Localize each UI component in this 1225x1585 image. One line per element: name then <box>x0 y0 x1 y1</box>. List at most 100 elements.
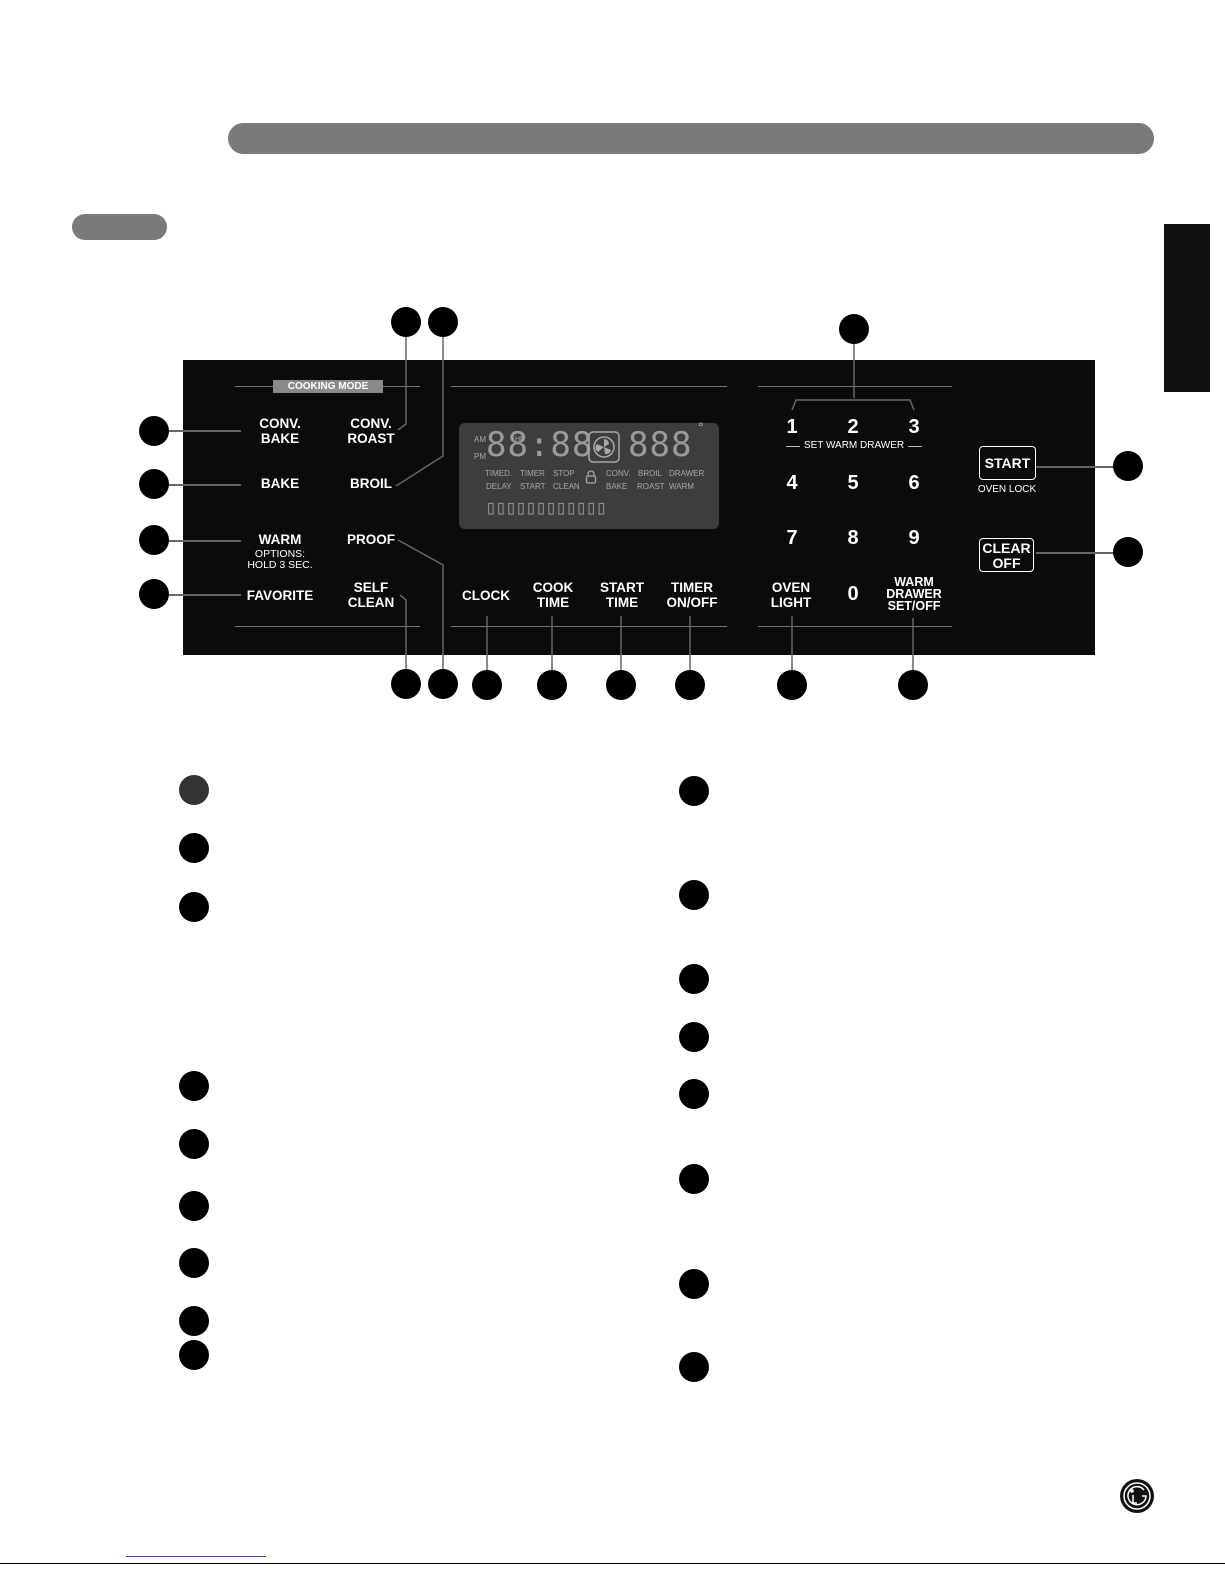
leader-lines-svg <box>395 336 915 670</box>
legend-circle <box>679 1164 709 1194</box>
callout-circle <box>472 670 502 700</box>
leader-line <box>1036 466 1115 468</box>
oven-lock-label: OVEN LOCK <box>977 484 1037 495</box>
keypad-6[interactable]: 6 <box>908 472 920 494</box>
divider <box>235 626 420 627</box>
lock-icon <box>585 470 597 484</box>
legend-circle <box>179 892 209 922</box>
timer-indicator: TIMER <box>520 469 545 478</box>
leader-line <box>1036 552 1115 554</box>
language-side-tab <box>1164 224 1210 392</box>
callout-circle <box>139 469 169 499</box>
legend-circle <box>179 833 209 863</box>
callout-circle <box>777 670 807 700</box>
keypad-2[interactable]: 2 <box>847 416 859 438</box>
warm-indicator: WARM <box>669 482 695 491</box>
callout-circle <box>839 314 869 344</box>
clear-off-button[interactable]: CLEAR OFF <box>979 538 1034 572</box>
hr-indicator: HR <box>515 436 526 443</box>
callout-circle <box>139 579 169 609</box>
warm-button[interactable]: WARM <box>258 532 302 547</box>
pm-indicator: PM <box>474 452 486 461</box>
keypad-5[interactable]: 5 <box>847 472 859 494</box>
legend-circle <box>679 776 709 806</box>
callout-circle <box>428 669 458 699</box>
cooking-mode-label: COOKING MODE <box>273 380 383 393</box>
leader-line <box>168 540 241 542</box>
legend-circle <box>179 1071 209 1101</box>
keypad-4[interactable]: 4 <box>786 472 798 494</box>
subsection-pill <box>72 214 167 240</box>
drawer-indicator: DRAWER <box>669 469 705 478</box>
keypad-0[interactable]: 0 <box>847 583 859 605</box>
callout-circle <box>898 670 928 700</box>
section-header-bar <box>228 123 1154 154</box>
keypad-3[interactable]: 3 <box>908 416 920 438</box>
footer-link-underline[interactable] <box>126 1556 266 1557</box>
conv-roast-button[interactable]: CONV. ROAST <box>347 416 395 446</box>
oven-light-button[interactable]: OVEN LIGHT <box>770 580 812 610</box>
warm-drawer-set-off-button[interactable]: WARM DRAWER SET/OFF <box>886 575 942 613</box>
bake-button[interactable]: BAKE <box>260 476 300 491</box>
timer-on-off-button[interactable]: TIMER ON/OFF <box>666 580 718 610</box>
callout-circle <box>391 307 421 337</box>
legend-circle <box>679 964 709 994</box>
stop-indicator: STOP <box>553 469 575 478</box>
divider <box>451 626 727 627</box>
set-warm-drawer-label: SET WARM DRAWER <box>803 440 905 451</box>
keypad-9[interactable]: 9 <box>908 527 920 549</box>
divider <box>758 386 952 387</box>
legend-circle <box>679 1269 709 1299</box>
legend-circle <box>679 1352 709 1382</box>
conv-indicator: CONV. <box>606 469 631 478</box>
clock-button[interactable]: CLOCK <box>462 588 510 603</box>
legend-circle <box>179 1129 209 1159</box>
legend-circle <box>179 1248 209 1278</box>
warm-options-note: OPTIONS: HOLD 3 SEC. <box>247 548 313 571</box>
start-button[interactable]: START <box>979 446 1036 480</box>
favorite-button[interactable]: FAVORITE <box>246 588 314 603</box>
legend-circle <box>179 1191 209 1221</box>
callout-circle <box>139 416 169 446</box>
callout-circle <box>1113 451 1143 481</box>
keypad-7[interactable]: 7 <box>786 527 798 549</box>
legend-circle <box>179 1340 209 1370</box>
bake-indicator: BAKE <box>606 482 628 491</box>
callout-circle <box>391 669 421 699</box>
keypad-8[interactable]: 8 <box>847 527 859 549</box>
divider <box>451 386 727 387</box>
divider <box>758 626 952 627</box>
delay-indicator: DELAY <box>486 482 512 491</box>
callout-circle <box>606 670 636 700</box>
timed-indicator: TIMED. <box>485 469 513 478</box>
cook-time-button[interactable]: COOK TIME <box>532 580 574 610</box>
clock-digits: 88:88 <box>486 425 594 465</box>
self-clean-button[interactable]: SELF CLEAN <box>347 580 395 610</box>
legend-circle <box>679 1022 709 1052</box>
am-indicator: AM <box>474 435 486 444</box>
leader-line <box>168 430 241 432</box>
fan-icon <box>588 431 620 463</box>
leader-line <box>168 484 241 486</box>
degree-indicator: ° <box>698 419 704 435</box>
start-time-button[interactable]: START TIME <box>600 580 644 610</box>
callout-circle <box>675 670 705 700</box>
divider <box>786 446 800 447</box>
legend-circle <box>179 1306 209 1336</box>
callout-circle <box>139 525 169 555</box>
divider <box>908 446 922 447</box>
text-segments: ▯▯▯▯▯▯▯▯▯▯▯▯ <box>485 495 607 519</box>
clean-indicator: CLEAN <box>553 482 580 491</box>
broil-button[interactable]: BROIL <box>350 476 392 491</box>
keypad-1[interactable]: 1 <box>786 416 798 438</box>
legend-circle <box>679 880 709 910</box>
proof-button[interactable]: PROOF <box>346 532 395 547</box>
start-indicator: START <box>520 482 546 491</box>
roast-indicator: ROAST <box>637 482 665 491</box>
lg-logo-icon <box>1120 1479 1154 1513</box>
footer-rule <box>0 1563 1225 1564</box>
callout-circle <box>1113 537 1143 567</box>
conv-bake-button[interactable]: CONV. BAKE <box>259 416 301 446</box>
legend-circle <box>679 1079 709 1109</box>
legend-circle <box>179 775 209 805</box>
